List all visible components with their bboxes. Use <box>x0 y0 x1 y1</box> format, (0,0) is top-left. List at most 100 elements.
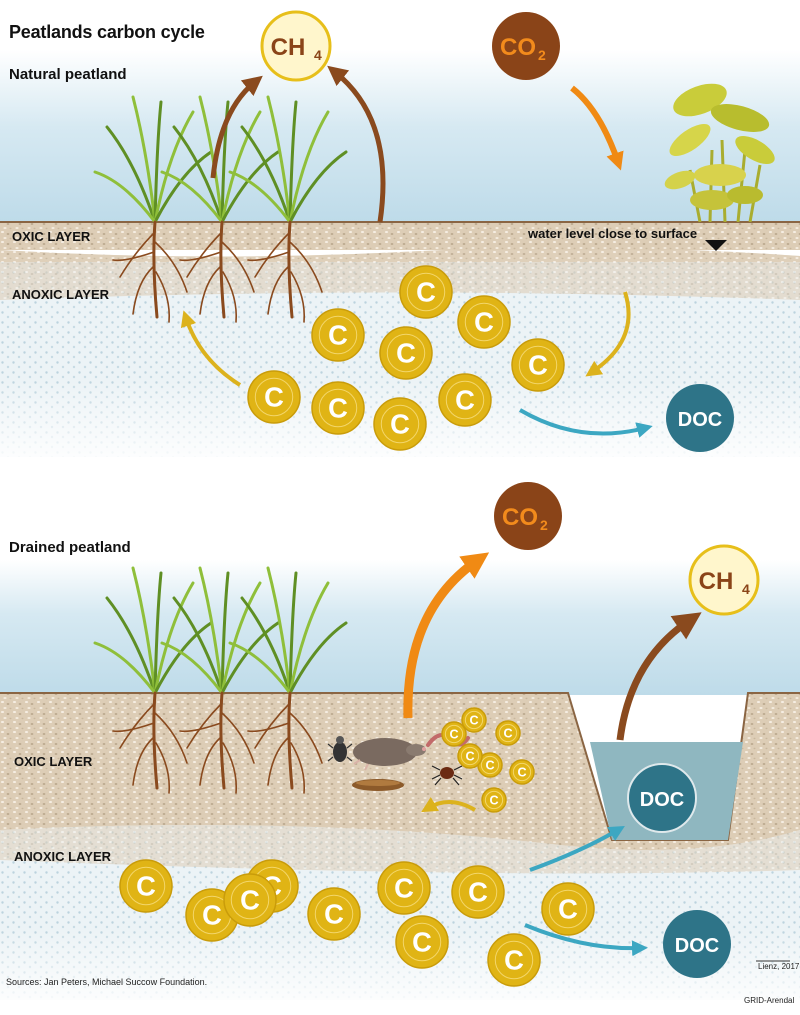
carbon-coin-icon: C <box>457 295 511 349</box>
drained-co2-label: CO <box>502 504 538 531</box>
root-icon <box>179 220 255 323</box>
water-level-note: water level close to surface <box>528 226 698 241</box>
carbon-coin-icon: C <box>223 873 277 927</box>
carbon-symbol: C <box>465 749 474 763</box>
natural-sky <box>0 50 800 222</box>
carbon-coin-icon: C <box>247 370 301 424</box>
grass-plant-icon <box>228 95 348 323</box>
carbon-coin-icon: C <box>541 882 595 936</box>
carbon-storage-arrow <box>585 291 631 377</box>
natural-anoxic-label: ANOXIC LAYER <box>12 287 110 302</box>
carbon-symbol: C <box>485 758 494 772</box>
drained-anoxic-label: ANOXIC LAYER <box>14 849 112 864</box>
mole-icon <box>353 738 426 771</box>
larva-icon <box>352 779 404 791</box>
mite-icon <box>431 765 463 786</box>
org-credit: GRID-Arendal <box>744 996 795 1005</box>
carbon-symbol: C <box>390 408 410 439</box>
root-icon <box>112 691 188 794</box>
root-icon <box>179 691 255 794</box>
carbon-coin-icon: C <box>311 308 365 362</box>
carbon-symbol: C <box>412 926 432 957</box>
drained-ch4-emission-arrow <box>616 612 702 741</box>
root-uptake-arrow <box>180 310 242 387</box>
doc-label: DOC <box>678 409 722 431</box>
carbon-symbol: C <box>416 276 436 307</box>
drained-peatland-heading: Drained peatland <box>9 539 131 556</box>
carbon-coin-icon: C <box>457 743 483 769</box>
ch4-subscript: 4 <box>314 47 322 63</box>
drained-grass-plants <box>93 566 348 794</box>
ch4-emission-arrow <box>210 75 263 179</box>
natural-oxic-label: OXIC LAYER <box>12 229 91 244</box>
grass-plant-icon <box>228 566 348 794</box>
carbon-symbol: C <box>328 392 348 423</box>
author-credit: Lienz, 2017 <box>758 962 800 971</box>
co2-label: CO <box>500 34 536 61</box>
carbon-symbol: C <box>240 884 260 915</box>
drained-co2-subscript: 2 <box>540 517 548 533</box>
sources-note: Sources: Jan Peters, Michael Succow Foun… <box>6 977 208 987</box>
soil-organisms <box>327 733 470 791</box>
carbon-coin-icon: C <box>395 915 449 969</box>
grass-plant-icon <box>160 566 280 794</box>
grass-plant-icon <box>93 566 213 794</box>
carbon-coin-icon: C <box>451 865 505 919</box>
carbon-symbol: C <box>136 870 156 901</box>
drained-ch4-subscript: 4 <box>742 581 750 597</box>
carbon-coin-icon: C <box>487 933 541 987</box>
carbon-symbol: C <box>468 876 488 907</box>
carbon-coin-icon: C <box>441 721 467 747</box>
drained-co2-emission-arrow <box>403 552 490 719</box>
carbon-symbol: C <box>324 898 344 929</box>
sphagnum-moss-icon <box>664 83 775 223</box>
drained-co2-bubble: CO 2 <box>494 482 562 550</box>
drained-ditch-doc-bubble: DOC <box>627 763 697 833</box>
natural-oxic-layer <box>0 222 800 250</box>
carbon-coin-icon: C <box>379 326 433 380</box>
carbon-symbol: C <box>328 319 348 350</box>
grass-plant-icon <box>93 95 213 323</box>
natural-peatland-heading: Natural peatland <box>9 66 127 83</box>
ch4-emission-arrow-2 <box>327 65 386 223</box>
carbon-symbol: C <box>202 899 222 930</box>
drained-doc-bubble: DOC <box>663 910 731 978</box>
drained-ch4-label: CH <box>699 568 734 595</box>
carbon-symbol: C <box>394 872 414 903</box>
carbon-symbol: C <box>455 384 475 415</box>
carbon-coin-icon: C <box>377 861 431 915</box>
root-icon <box>112 220 188 323</box>
carbon-symbol: C <box>503 726 512 740</box>
carbon-coin-icon: C <box>119 859 173 913</box>
natural-co2-bubble: CO 2 <box>492 12 560 80</box>
drained-ch4-bubble: CH 4 <box>688 544 760 616</box>
carbon-symbol: C <box>474 306 494 337</box>
carbon-symbol: C <box>517 765 526 779</box>
carbon-coin-icon: C <box>307 887 361 941</box>
ch4-label: CH <box>271 34 306 61</box>
carbon-coin-icon: C <box>509 759 535 785</box>
natural-ch4-bubble: CH 4 <box>260 10 332 82</box>
svg-text:CH: CH <box>271 34 306 61</box>
carbon-coin-icon: C <box>461 707 487 733</box>
beetle-icon <box>327 736 353 762</box>
carbon-symbol: C <box>469 713 478 727</box>
carbon-coin-icon: C <box>438 373 492 427</box>
carbon-symbol: C <box>558 893 578 924</box>
page-title: Peatlands carbon cycle <box>9 22 205 42</box>
carbon-coin-icon: C <box>495 720 521 746</box>
water-level-marker-icon <box>705 240 727 251</box>
drained-sky <box>0 560 800 695</box>
drained-doc-to-ditch-arrow <box>529 825 625 872</box>
carbon-symbol: C <box>489 793 498 807</box>
drained-doc-flow-arrow <box>524 923 648 957</box>
carbon-symbol: C <box>528 349 548 380</box>
root-icon <box>247 220 323 323</box>
carbon-coin-icon: C <box>481 787 507 813</box>
natural-grass-plants <box>93 95 348 323</box>
drained-doc-label: DOC <box>675 935 719 957</box>
